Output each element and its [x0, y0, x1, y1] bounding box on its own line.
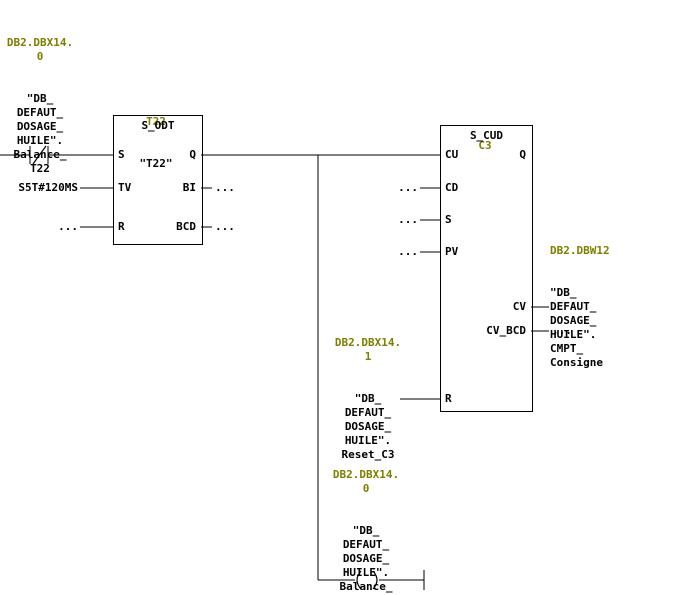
timer-pin-bcd: BCD	[176, 220, 196, 233]
coil-operand[interactable]: DB2.DBX14. 0 "DB_ DEFAUT_ DOSAGE_ HUILE"…	[316, 440, 416, 595]
timer-pin-r: R	[118, 220, 125, 233]
timer-pin-tv: TV	[118, 181, 132, 194]
counter-pin-q: Q	[519, 148, 526, 161]
counter-address: C3	[478, 139, 492, 152]
timer-title[interactable]: T22 "T22"	[106, 87, 206, 199]
coil-address: DB2.DBX14. 0	[332, 468, 400, 495]
cv-operand-symbol-name: "DB_ DEFAUT_ DOSAGE_ HUILE". CMPT_ Consi…	[550, 286, 603, 369]
timer-pin-s: S	[118, 148, 125, 161]
counter-cv-operand[interactable]: DB2.DBW12 "DB_ DEFAUT_ DOSAGE_ HUILE". C…	[550, 216, 660, 398]
counter-pin-cd: CD	[445, 181, 459, 194]
contact-operand[interactable]: DB2.DBX14. 0 "DB_ DEFAUT_ DOSAGE_ HUILE"…	[0, 8, 80, 204]
coil-paren-left	[356, 570, 362, 590]
counter-cd-value[interactable]: ...	[398, 181, 418, 194]
counter-pin-cv: CV	[512, 300, 526, 313]
counter-title[interactable]: C3	[435, 111, 535, 181]
counter-s-value[interactable]: ...	[398, 213, 418, 226]
counter-type-label: S_CUD	[469, 129, 504, 142]
r-operand-symbol-name: "DB_ DEFAUT_ DOSAGE_ HUILE". Reset_C3	[341, 392, 395, 461]
counter-pin-r: R	[445, 392, 452, 405]
timer-address: T22	[146, 115, 166, 128]
counter-pin-pv: PV	[445, 245, 459, 258]
timer-type-label: S_ODT	[141, 119, 175, 132]
contact-symbol-name: "DB_ DEFAUT_ DOSAGE_ HUILE". Balance_ T2…	[13, 92, 67, 175]
cv-operand-address: DB2.DBW12	[550, 244, 610, 257]
counter-pv-value[interactable]: ...	[398, 245, 418, 258]
timer-bi-value[interactable]: ...	[215, 181, 235, 194]
contact-address: DB2.DBX14. 0	[6, 36, 74, 63]
timer-tv-value[interactable]: S5T#120MS	[18, 181, 78, 194]
counter-block[interactable]: S_CUD	[440, 125, 533, 412]
timer-symbol-name: "T22"	[139, 157, 173, 170]
timer-bcd-value[interactable]: ...	[215, 220, 235, 233]
contact-nc-slash	[32, 145, 47, 165]
counter-cvbcd-value[interactable]: ...	[552, 324, 572, 337]
timer-block[interactable]: S_ODT	[113, 115, 203, 245]
counter-pin-cu: CU	[445, 148, 459, 161]
coil-paren-right	[372, 570, 378, 590]
coil-symbol-name: "DB_ DEFAUT_ DOSAGE_ HUILE". Balance_ T2…	[339, 524, 393, 595]
counter-r-operand[interactable]: DB2.DBX14. 1 "DB_ DEFAUT_ DOSAGE_ HUILE"…	[318, 308, 418, 490]
counter-pin-s: S	[445, 213, 452, 226]
timer-r-value[interactable]: ...	[58, 220, 78, 233]
timer-pin-bi: BI	[182, 181, 196, 194]
r-operand-address: DB2.DBX14. 1	[334, 336, 402, 363]
timer-pin-q: Q	[189, 148, 196, 161]
counter-pin-cvbcd: CV_BCD	[486, 324, 526, 337]
